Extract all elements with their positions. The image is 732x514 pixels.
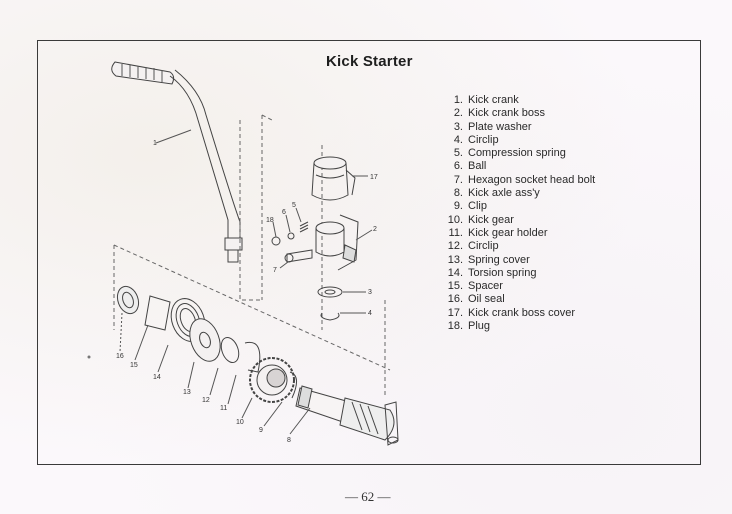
legend-label: Kick gear holder [468, 226, 548, 239]
legend-number: 10. [447, 213, 463, 226]
legend-number: 2. [453, 107, 463, 120]
legend-item: 11. Kick gear holder [443, 227, 595, 240]
legend-number: 11. [448, 226, 463, 239]
legend-label: Spacer [468, 280, 503, 293]
legend-label: Spring cover [468, 253, 530, 266]
legend-item: 1. Kick crank [443, 94, 595, 107]
legend-item: 4. Circlip [443, 134, 595, 147]
hex-bolt-head [284, 253, 294, 263]
callout-13: 13 [183, 389, 191, 396]
legend-item: 14. Torsion spring [443, 267, 595, 280]
callout-18: 18 [266, 217, 274, 224]
boss-drawing [315, 214, 359, 271]
legend-label: Plug [468, 320, 491, 333]
legend-label: Kick axle ass'y [468, 187, 540, 200]
callout-12: 12 [202, 397, 210, 404]
legend-item: 3. Plate washer [443, 121, 595, 134]
legend-item: 16. Oil seal [443, 293, 595, 306]
legend-number: 6. [453, 160, 463, 173]
diagram-frame [37, 40, 701, 465]
plate-washer-drawing [317, 286, 343, 298]
legend-label: Clip [468, 200, 487, 213]
legend-item: 15. Spacer [443, 280, 595, 293]
plug-drawing [271, 236, 281, 246]
page-title: Kick Starter [326, 53, 413, 70]
alignment-lines [113, 114, 391, 395]
legend-label: Torsion spring [468, 266, 537, 279]
callout-17: 17 [370, 174, 378, 181]
callout-8: 8 [287, 437, 291, 444]
page-number: — 62 — [345, 489, 391, 504]
ball-drawing [287, 232, 295, 240]
legend-item: 9. Clip [443, 200, 595, 213]
hex-bolt-drawing [286, 249, 313, 263]
legend-number: 3. [453, 120, 463, 133]
legend-number: 13. [447, 253, 463, 266]
plate-washer-hole [324, 289, 336, 295]
callout-10: 10 [236, 419, 244, 426]
leader-line-1 [155, 129, 192, 144]
legend-number: 14. [447, 266, 463, 279]
legend-label: Hexagon socket head bolt [468, 173, 596, 186]
callout-11: 11 [220, 405, 227, 412]
callout-14: 14 [153, 374, 161, 381]
callout-7: 7 [273, 267, 277, 274]
clip-drawing [289, 371, 297, 399]
callout-4: 4 [368, 310, 372, 317]
callout-5: 5 [292, 202, 296, 209]
callout-2: 2 [373, 226, 377, 233]
compression-spring-drawing [299, 221, 309, 233]
legend-label: Ball [468, 160, 487, 173]
print-speck [87, 355, 91, 359]
legend-item: 18. Plug [443, 320, 595, 333]
legend-number: 8. [453, 187, 463, 200]
legend-number: 12. [447, 240, 463, 253]
parts-legend: 1. Kick crank 2. Kick crank boss 3. Plate w… [443, 94, 596, 333]
legend-item: 10. Kick gear [443, 214, 595, 227]
legend-number: 5. [453, 147, 463, 160]
legend-item: 5. Compression spring [443, 147, 595, 160]
circlip-drawing [320, 312, 340, 321]
callout-3: 3 [368, 289, 372, 296]
legend-number: 17. [447, 306, 463, 319]
legend-number: 1. [453, 94, 463, 106]
legend-label: Compression spring [468, 147, 566, 160]
legend-label: Kick crank boss [468, 107, 546, 120]
kick-axle-drawing [295, 385, 399, 446]
legend-label: Plate washer [468, 120, 532, 133]
legend-label: Circlip [468, 133, 499, 146]
legend-number: 7. [453, 173, 463, 186]
legend-number: 15. [447, 280, 463, 293]
callout-9: 9 [259, 427, 263, 434]
callout-16: 16 [116, 353, 124, 360]
legend-number: 18. [447, 320, 463, 333]
legend-item: 7. Hexagon socket head bolt [443, 174, 595, 187]
legend-item: 13. Spring cover [443, 254, 595, 267]
callout-1: 1 [153, 140, 157, 147]
legend-item: 17. Kick crank boss cover [443, 307, 595, 320]
legend-label: Circlip [468, 240, 499, 253]
legend-item: 8. Kick axle ass'y [443, 187, 595, 200]
legend-item: 6. Ball [443, 160, 595, 173]
kick-gear-drawing [249, 357, 297, 403]
callout-6: 6 [282, 209, 286, 216]
legend-number: 16. [447, 293, 463, 306]
legend-number: 9. [453, 200, 463, 213]
callout-15: 15 [130, 362, 138, 369]
axle-stack-drawing [116, 285, 261, 373]
legend-label: Kick crank [468, 94, 519, 106]
legend-item: 2. Kick crank boss [443, 107, 595, 120]
legend-label: Kick crank boss cover [468, 306, 575, 319]
kick-crank-drawing [111, 61, 243, 263]
legend-label: Oil seal [468, 293, 505, 306]
legend-number: 4. [453, 133, 463, 146]
legend-label: Kick gear [468, 213, 514, 226]
boss-cover-drawing [311, 156, 356, 201]
legend-item: 12. Circlip [443, 240, 595, 253]
